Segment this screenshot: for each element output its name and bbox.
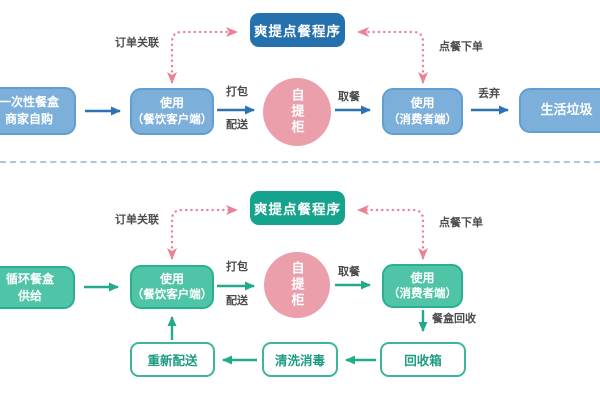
dotted-order-link-top xyxy=(167,27,238,84)
use-consumer-line2-top: （消费者端） xyxy=(388,113,457,126)
use-merchant-line1-bottom: 使用 xyxy=(159,271,184,286)
disposable-source-line2: 商家自购 xyxy=(4,112,53,126)
clean-disinfect-label: 清洗消毒 xyxy=(274,354,325,368)
deliver-label-bottom: 配送 xyxy=(226,295,248,307)
dotted-order-place-bottom xyxy=(357,205,428,260)
pickup-cabinet-label-top: 自提柜 xyxy=(289,88,305,136)
use-consumer-line1-bottom: 使用 xyxy=(410,270,435,285)
dotted-order-link-bottom xyxy=(167,205,238,260)
household-waste-label: 生活垃圾 xyxy=(540,102,593,118)
pickup-label-top: 取餐 xyxy=(338,91,360,103)
deliver-label-top: 配送 xyxy=(226,119,248,131)
pickup-label-bottom: 取餐 xyxy=(338,266,360,278)
use-merchant-line2-top: （餐饮客户端） xyxy=(131,113,213,126)
use-merchant-line2-bottom: （餐饮客户端） xyxy=(131,289,213,302)
clean-disinfect-node: 清洗消毒 xyxy=(262,342,338,377)
recycle-bin-label: 回收箱 xyxy=(404,354,442,368)
pickup-cabinet-node-top: 自提柜 xyxy=(263,78,331,146)
section-divider xyxy=(0,161,600,163)
ordering-program-node-top: 爽提点餐程序 xyxy=(250,13,345,47)
use-consumer-node-top: 使用 （消费者端） xyxy=(382,88,463,135)
use-merchant-node-bottom: 使用 （餐饮客户端） xyxy=(130,265,214,309)
disposable-source-line1: 一次性餐盒 xyxy=(0,95,59,110)
disposable-source-node: 一次性餐盒 商家自购 xyxy=(0,87,76,135)
box-recycle-label: 餐盒回收 xyxy=(432,313,476,325)
use-merchant-node-top: 使用 （餐饮客户端） xyxy=(130,88,214,135)
order-link-label-bottom: 订单关联 xyxy=(115,214,159,226)
reusable-source-line1: 循环餐盒 xyxy=(5,271,54,286)
reusable-source-line2: 供给 xyxy=(17,288,42,303)
use-merchant-line1-top: 使用 xyxy=(159,96,184,111)
pack-label-bottom: 打包 xyxy=(226,261,248,273)
ordering-program-label-top: 爽提点餐程序 xyxy=(254,24,341,39)
pack-label-top: 打包 xyxy=(226,86,248,98)
dotted-order-place-top xyxy=(357,27,428,84)
ordering-program-label-bottom: 爽提点餐程序 xyxy=(254,202,341,217)
use-consumer-line2-bottom: （消费者端） xyxy=(388,288,457,301)
pickup-cabinet-node-bottom: 自提柜 xyxy=(264,252,330,318)
order-place-label-top: 点餐下单 xyxy=(439,41,483,53)
redeliver-node: 重新配送 xyxy=(130,342,215,377)
use-consumer-line1-top: 使用 xyxy=(410,96,435,111)
recycle-bin-node: 回收箱 xyxy=(380,342,466,377)
household-waste-node: 生活垃圾 xyxy=(519,88,600,133)
ordering-program-node-bottom: 爽提点餐程序 xyxy=(250,191,345,225)
use-consumer-node-bottom: 使用 （消费者端） xyxy=(382,264,463,308)
discard-label: 丢弃 xyxy=(478,88,500,100)
order-place-label-bottom: 点餐下单 xyxy=(439,217,483,229)
reusable-source-node: 循环餐盒 供给 xyxy=(0,266,75,309)
pickup-cabinet-label-bottom: 自提柜 xyxy=(289,261,305,309)
order-link-label-top: 订单关联 xyxy=(115,37,159,49)
redeliver-label: 重新配送 xyxy=(147,354,198,368)
